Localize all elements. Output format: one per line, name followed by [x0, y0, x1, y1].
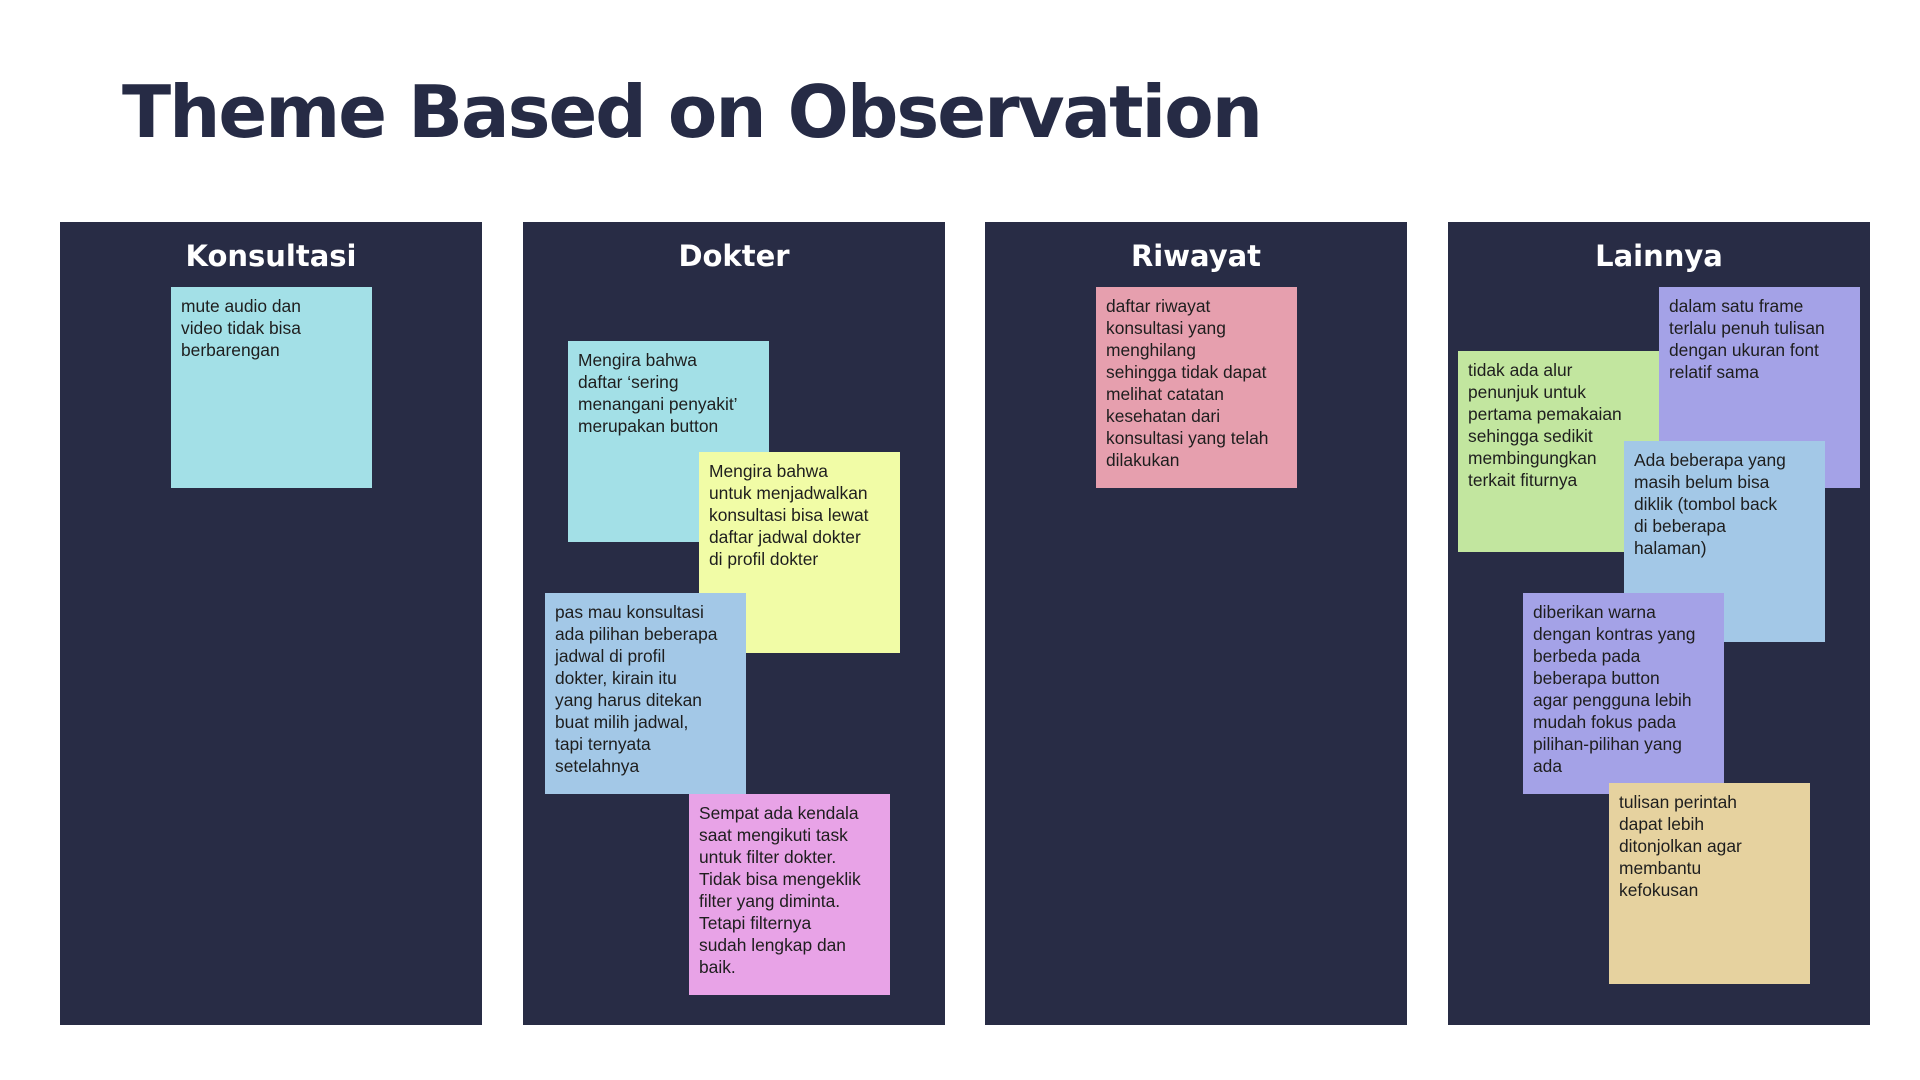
page-title: Theme Based on Observation	[122, 70, 1263, 154]
column-title: Lainnya	[1595, 239, 1723, 273]
column-dokter: Dokter Mengira bahwa daftar ‘sering mena…	[523, 222, 945, 1025]
sticky-note[interactable]: diberikan warna dengan kontras yang berb…	[1523, 593, 1724, 794]
column-lainnya: Lainnya dalam satu frame terlalu penuh t…	[1448, 222, 1870, 1025]
sticky-note[interactable]: tulisan perintah dapat lebih ditonjolkan…	[1609, 783, 1810, 984]
column-title: Konsultasi	[185, 239, 357, 273]
sticky-note[interactable]: Mengira bahwa daftar ‘sering menangani p…	[568, 341, 769, 542]
sticky-note[interactable]: Sempat ada kendala saat mengikuti task u…	[689, 794, 890, 995]
column-riwayat: Riwayat daftar riwayat konsultasi yang m…	[985, 222, 1407, 1025]
column-konsultasi: Konsultasi mute audio dan video tidak bi…	[60, 222, 482, 1025]
column-title: Riwayat	[1130, 239, 1262, 273]
column-title: Dokter	[678, 239, 790, 273]
sticky-note[interactable]: mute audio dan video tidak bisa berbaren…	[171, 287, 372, 488]
sticky-note[interactable]: daftar riwayat konsultasi yang menghilan…	[1096, 287, 1297, 488]
sticky-note[interactable]: Mengira bahwa untuk menjadwalkan konsult…	[699, 452, 900, 653]
sticky-note[interactable]: pas mau konsultasi ada pilihan beberapa …	[545, 593, 746, 794]
